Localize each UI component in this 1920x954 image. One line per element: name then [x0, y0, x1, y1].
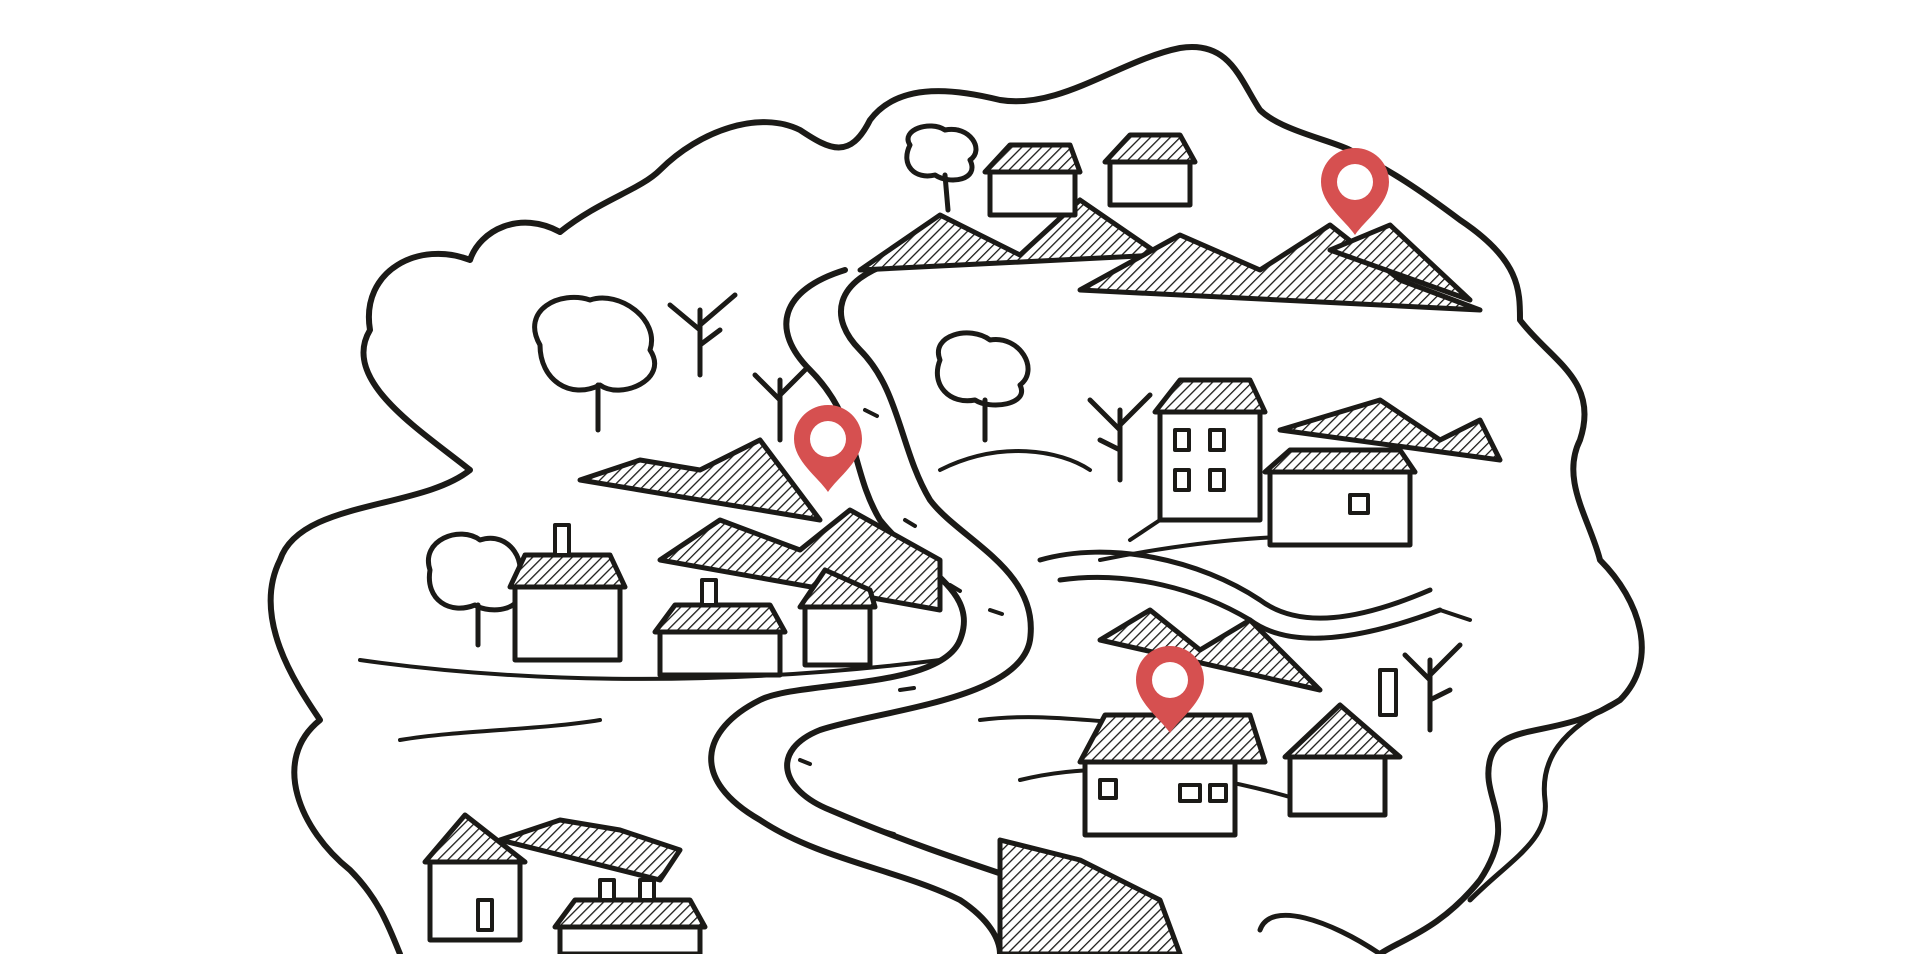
map-pin-icon[interactable]: [1136, 646, 1204, 733]
map-pin-icon[interactable]: [794, 405, 862, 492]
houses: [422, 132, 1418, 954]
map-pin-icon[interactable]: [1321, 148, 1389, 235]
land-outline: [267, 43, 1645, 954]
map-pins: [794, 148, 1389, 733]
river: [708, 257, 1472, 954]
ground-lines: [358, 449, 1402, 802]
mountains: [497, 197, 1503, 954]
